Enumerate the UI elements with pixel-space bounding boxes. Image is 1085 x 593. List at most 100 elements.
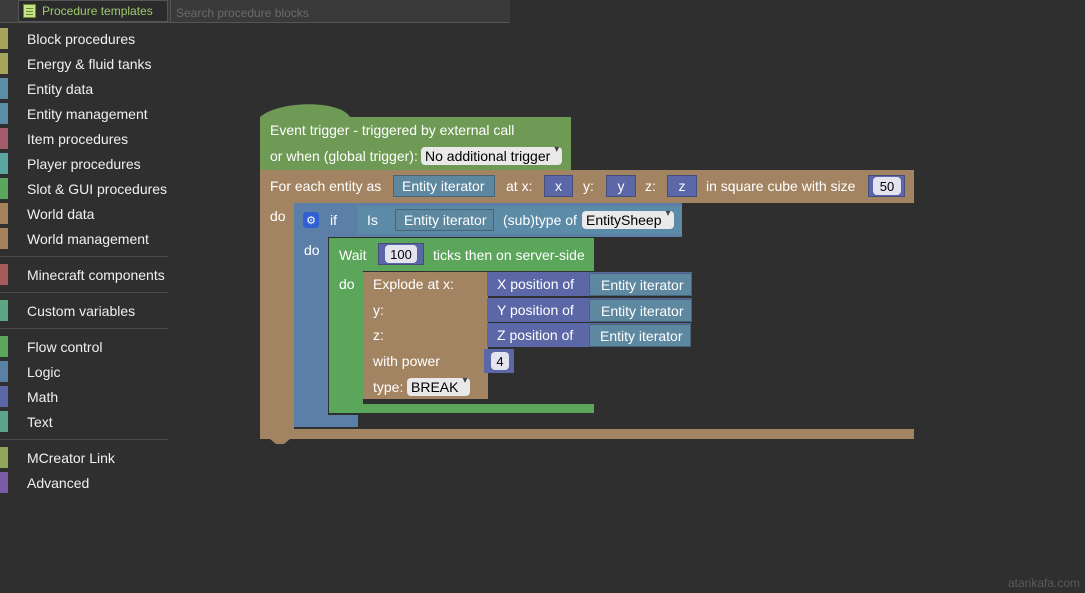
square-cube-label: in square cube with size [706, 178, 856, 194]
category-color-swatch [0, 264, 8, 285]
wait-label: Wait [339, 247, 367, 263]
for-each-tab [270, 439, 290, 444]
ticks-value[interactable]: 100 [385, 245, 417, 263]
search-input[interactable] [170, 0, 510, 22]
category-color-swatch [0, 53, 8, 74]
wait-do-label: do [339, 276, 355, 292]
wait-footer [329, 404, 594, 413]
sidebar-item-world-management[interactable]: World management [0, 226, 168, 251]
y-position-label: Y position of [497, 302, 574, 318]
x-position-label: X position of [497, 276, 575, 292]
ticks-number-block[interactable]: 100 [378, 243, 424, 265]
if-footer [294, 415, 358, 427]
power-label: with power [373, 353, 440, 369]
templates-icon [23, 4, 36, 18]
sidebar-item-entity-data[interactable]: Entity data [0, 76, 168, 101]
category-color-swatch [0, 336, 8, 357]
z-position-iterator[interactable]: Entity iterator [589, 324, 691, 347]
size-value[interactable]: 50 [873, 177, 901, 195]
category-color-swatch [0, 447, 8, 468]
category-color-swatch [0, 300, 8, 321]
entity-type-dropdown[interactable]: EntitySheep [582, 208, 674, 229]
for-each-do-label: do [270, 208, 286, 224]
sidebar-item-label: Energy & fluid tanks [27, 55, 152, 72]
sidebar-item-entity-management[interactable]: Entity management [0, 101, 168, 126]
wait-do-arm [329, 271, 363, 404]
event-trigger-title: Event trigger - triggered by external ca… [270, 122, 515, 138]
explode-y-label: y: [373, 302, 384, 318]
explosion-type-dropdown[interactable]: BREAK [407, 375, 471, 396]
ticks-suffix-label: ticks then on server-side [433, 247, 585, 263]
category-color-swatch [0, 28, 8, 49]
y-position-iterator[interactable]: Entity iterator [589, 299, 692, 322]
power-value[interactable]: 4 [491, 352, 509, 370]
sidebar-item-label: World management [27, 230, 149, 247]
sidebar-item-label: Flow control [27, 338, 103, 355]
sidebar-separator [0, 328, 168, 329]
sidebar-item-label: Logic [27, 363, 61, 380]
for-each-footer [260, 429, 914, 439]
x-position-iterator[interactable]: Entity iterator [589, 273, 692, 296]
for-each-entity-block[interactable] [260, 170, 914, 203]
sidebar-item-player-procedures[interactable]: Player procedures [0, 151, 168, 176]
procedure-templates-label: Procedure templates [42, 4, 153, 18]
sidebar-item-label: Player procedures [27, 155, 141, 172]
gear-icon[interactable]: ⚙ [303, 212, 319, 228]
sidebar-item-custom-variables[interactable]: Custom variables [0, 298, 168, 323]
category-color-swatch [0, 178, 8, 199]
explode-label: Explode at x: [373, 276, 454, 292]
sidebar-item-label: Math [27, 388, 59, 405]
size-number-block[interactable]: 50 [868, 175, 905, 197]
for-each-iterator-variable[interactable]: Entity iterator [393, 175, 495, 197]
sidebar-item-text[interactable]: Text [0, 409, 168, 434]
sidebar-item-label: World data [27, 205, 95, 222]
y-variable[interactable]: y [606, 175, 636, 197]
watermark: atarikafa.com [1007, 576, 1080, 590]
category-color-swatch [0, 411, 8, 432]
sidebar-item-math[interactable]: Math [0, 384, 168, 409]
sidebar-item-slot-gui-procedures[interactable]: Slot & GUI procedures [0, 176, 168, 201]
wait-block[interactable] [329, 238, 594, 271]
category-color-swatch [0, 128, 8, 149]
sidebar-item-advanced[interactable]: Advanced [0, 470, 168, 495]
if-do-label: do [304, 242, 320, 258]
procedure-templates-button[interactable]: Procedure templates [18, 0, 168, 22]
sidebar-item-label: Advanced [27, 474, 90, 491]
z-variable[interactable]: z [667, 175, 697, 197]
top-bar: Procedure templates [0, 0, 510, 23]
for-each-do-arm [260, 203, 294, 429]
is-iterator-variable[interactable]: Entity iterator [395, 209, 494, 231]
category-color-swatch [0, 103, 8, 124]
if-label: if [330, 212, 337, 228]
sidebar-item-energy-fluid-tanks[interactable]: Energy & fluid tanks [0, 51, 168, 76]
sidebar-item-mcreator-link[interactable]: MCreator Link [0, 445, 168, 470]
x-variable[interactable]: x [544, 175, 573, 197]
y-label: y: [583, 178, 594, 194]
sidebar-item-block-procedures[interactable]: Block procedures [0, 26, 168, 51]
global-trigger-dropdown[interactable]: No additional trigger [421, 144, 563, 165]
if-do-arm [294, 237, 328, 415]
category-color-swatch [0, 361, 8, 382]
sidebar-item-label: Item procedures [27, 130, 129, 147]
category-color-swatch [0, 386, 8, 407]
sidebar-item-flow-control[interactable]: Flow control [0, 334, 168, 359]
sidebar-separator [0, 439, 168, 440]
sidebar-item-world-data[interactable]: World data [0, 201, 168, 226]
sidebar-item-label: Slot & GUI procedures [27, 180, 168, 197]
subtype-label: (sub)type of [503, 212, 577, 228]
is-label: Is [367, 212, 378, 228]
sidebar-separator [0, 256, 168, 257]
sidebar-item-item-procedures[interactable]: Item procedures [0, 126, 168, 151]
sidebar-item-logic[interactable]: Logic [0, 359, 168, 384]
sidebar-item-label: Entity data [27, 80, 94, 97]
explosion-type-label: type: [373, 379, 404, 395]
category-color-swatch [0, 153, 8, 174]
category-color-swatch [0, 78, 8, 99]
explode-z-label: z: [373, 327, 384, 343]
sidebar-item-minecraft-components[interactable]: Minecraft components [0, 262, 168, 287]
sidebar-item-label: Text [27, 413, 53, 430]
sidebar-item-label: Custom variables [27, 302, 136, 319]
